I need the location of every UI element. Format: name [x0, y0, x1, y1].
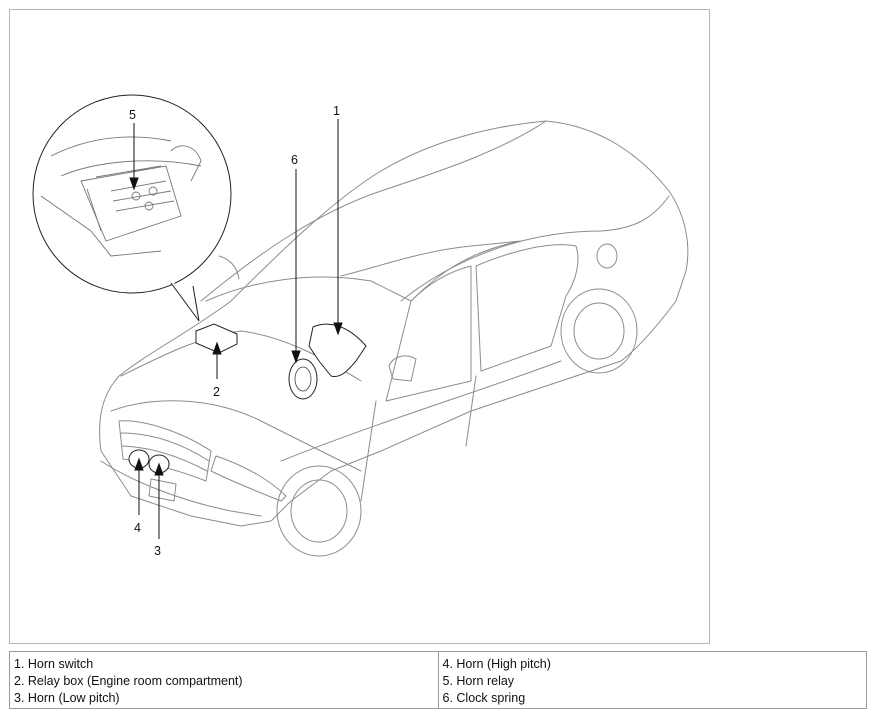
side-mirror — [388, 355, 417, 382]
rear-wheel-hub — [573, 302, 625, 360]
left-fender — [218, 255, 240, 280]
roof-line — [200, 120, 547, 302]
arrow-head-2 — [212, 341, 222, 355]
callout-4: 4 — [134, 521, 141, 535]
body-crease — [280, 360, 562, 462]
horn-switch-part — [308, 323, 367, 378]
side-window-front — [385, 265, 472, 402]
car-body-outline — [99, 120, 689, 527]
grille-bar-1 — [120, 432, 210, 462]
grille — [118, 420, 212, 482]
relay-box-detail-bubble — [32, 94, 232, 322]
roof-rail — [400, 195, 670, 302]
callout-6: 6 — [291, 153, 298, 167]
clock-spring-part — [288, 358, 318, 400]
relay-box-part — [195, 323, 238, 354]
legend-item: 4. Horn (High pitch) — [442, 657, 551, 671]
front-wheel-hub — [290, 479, 348, 543]
legend-item: 3. Horn (Low pitch) — [14, 691, 120, 705]
callout-2: 2 — [213, 385, 220, 399]
legend-item: 5. Horn relay — [442, 674, 515, 688]
legend-table: 1. Horn switch 2. Relay box (Engine room… — [9, 651, 867, 709]
front-wheel — [276, 465, 362, 557]
clock-spring-inner — [294, 366, 312, 392]
front-bumper — [100, 460, 262, 517]
arrow-head-3 — [154, 462, 164, 476]
grille-bar-2 — [121, 445, 208, 472]
diagram-frame: 1 2 3 4 5 6 — [9, 9, 710, 644]
legend-column-left: 1. Horn switch 2. Relay box (Engine room… — [10, 652, 438, 708]
callout-5: 5 — [129, 108, 136, 122]
legend-item: 2. Relay box (Engine room compartment) — [14, 674, 243, 688]
arrow-head-4 — [134, 457, 144, 471]
legend-item: 6. Clock spring — [442, 691, 526, 705]
door-line-rear — [465, 375, 477, 447]
legend-column-right: 4. Horn (High pitch) 5. Horn relay 6. Cl… — [437, 652, 867, 708]
callout-3: 3 — [154, 544, 161, 558]
door-line-front — [360, 400, 377, 502]
car-horn-location-diagram: 1 2 3 4 5 6 — [32, 94, 689, 558]
arrow-head-6 — [291, 350, 301, 364]
callout-1: 1 — [333, 104, 340, 118]
license-plate — [148, 478, 177, 502]
rear-wheel — [560, 288, 638, 374]
fuel-door — [596, 243, 618, 269]
windshield — [205, 240, 522, 302]
hood-edge — [110, 400, 362, 472]
legend-item: 1. Horn switch — [14, 657, 94, 671]
arrow-head-1 — [333, 322, 343, 336]
arrow-head-5 — [129, 177, 139, 191]
side-window-rear — [475, 244, 579, 372]
headlight — [210, 455, 287, 502]
